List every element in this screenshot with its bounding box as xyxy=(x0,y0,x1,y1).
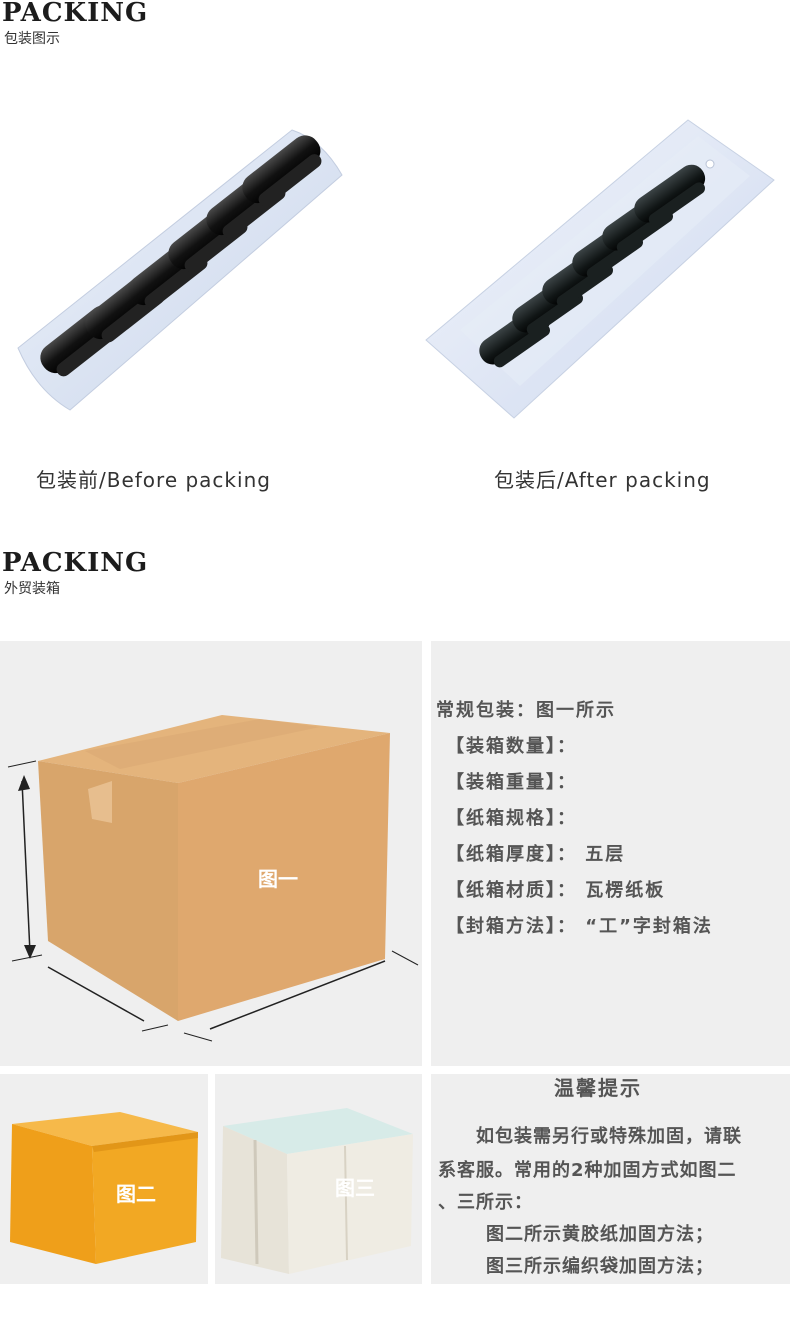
section-title-packing-2: PACKING xyxy=(2,548,149,578)
info-line-thickness: 【纸箱厚度】： 五层 xyxy=(446,844,626,865)
figure1-panel: 图一 xyxy=(0,641,422,1066)
section-title-packing: PACKING xyxy=(2,0,149,28)
tips-line-1: 如包装需另行或特殊加固，请联 xyxy=(476,1126,742,1147)
packing-info-panel xyxy=(431,641,790,1066)
info-line-material: 【纸箱材质】： 瓦楞纸板 xyxy=(446,880,666,901)
after-packing-photo xyxy=(425,119,775,419)
info-heading: 常规包装：图一所示 xyxy=(436,700,616,721)
figure3-label: 图三 xyxy=(335,1176,375,1200)
figure1-label: 图一 xyxy=(258,867,298,891)
before-packing-caption: 包装前/Before packing xyxy=(36,468,271,492)
figure2-panel: 图二 xyxy=(0,1074,208,1284)
info-line-quantity: 【装箱数量】： xyxy=(446,736,577,757)
section-subtitle-packing-illustration: 包装图示 xyxy=(4,31,60,47)
info-line-spec: 【纸箱规格】： xyxy=(446,808,577,829)
after-packing-caption: 包装后/After packing xyxy=(494,468,711,492)
tips-line-5: 图三所示编织袋加固方法； xyxy=(486,1256,714,1277)
tips-line-2: 系客服。常用的2种加固方式如图二 xyxy=(438,1160,737,1181)
tips-line-3: 、三所示： xyxy=(438,1192,533,1213)
figure1-carton-illustration xyxy=(7,715,419,1042)
tips-heading: 温馨提示 xyxy=(554,1076,642,1100)
warm-tips-panel xyxy=(431,1074,790,1284)
before-packing-photo xyxy=(17,129,343,411)
tips-line-4: 图二所示黄胶纸加固方法； xyxy=(486,1224,714,1245)
section-subtitle-export-carton: 外贸装箱 xyxy=(4,581,60,597)
info-line-sealing: 【封箱方法】： “工”字封箱法 xyxy=(446,916,713,937)
figure3-panel: 图三 xyxy=(215,1074,422,1284)
figure2-yellow-tape-box xyxy=(10,1112,198,1264)
figure3-woven-bag-box xyxy=(221,1108,413,1274)
figure2-label: 图二 xyxy=(116,1182,156,1206)
info-line-weight: 【装箱重量】： xyxy=(446,772,577,793)
